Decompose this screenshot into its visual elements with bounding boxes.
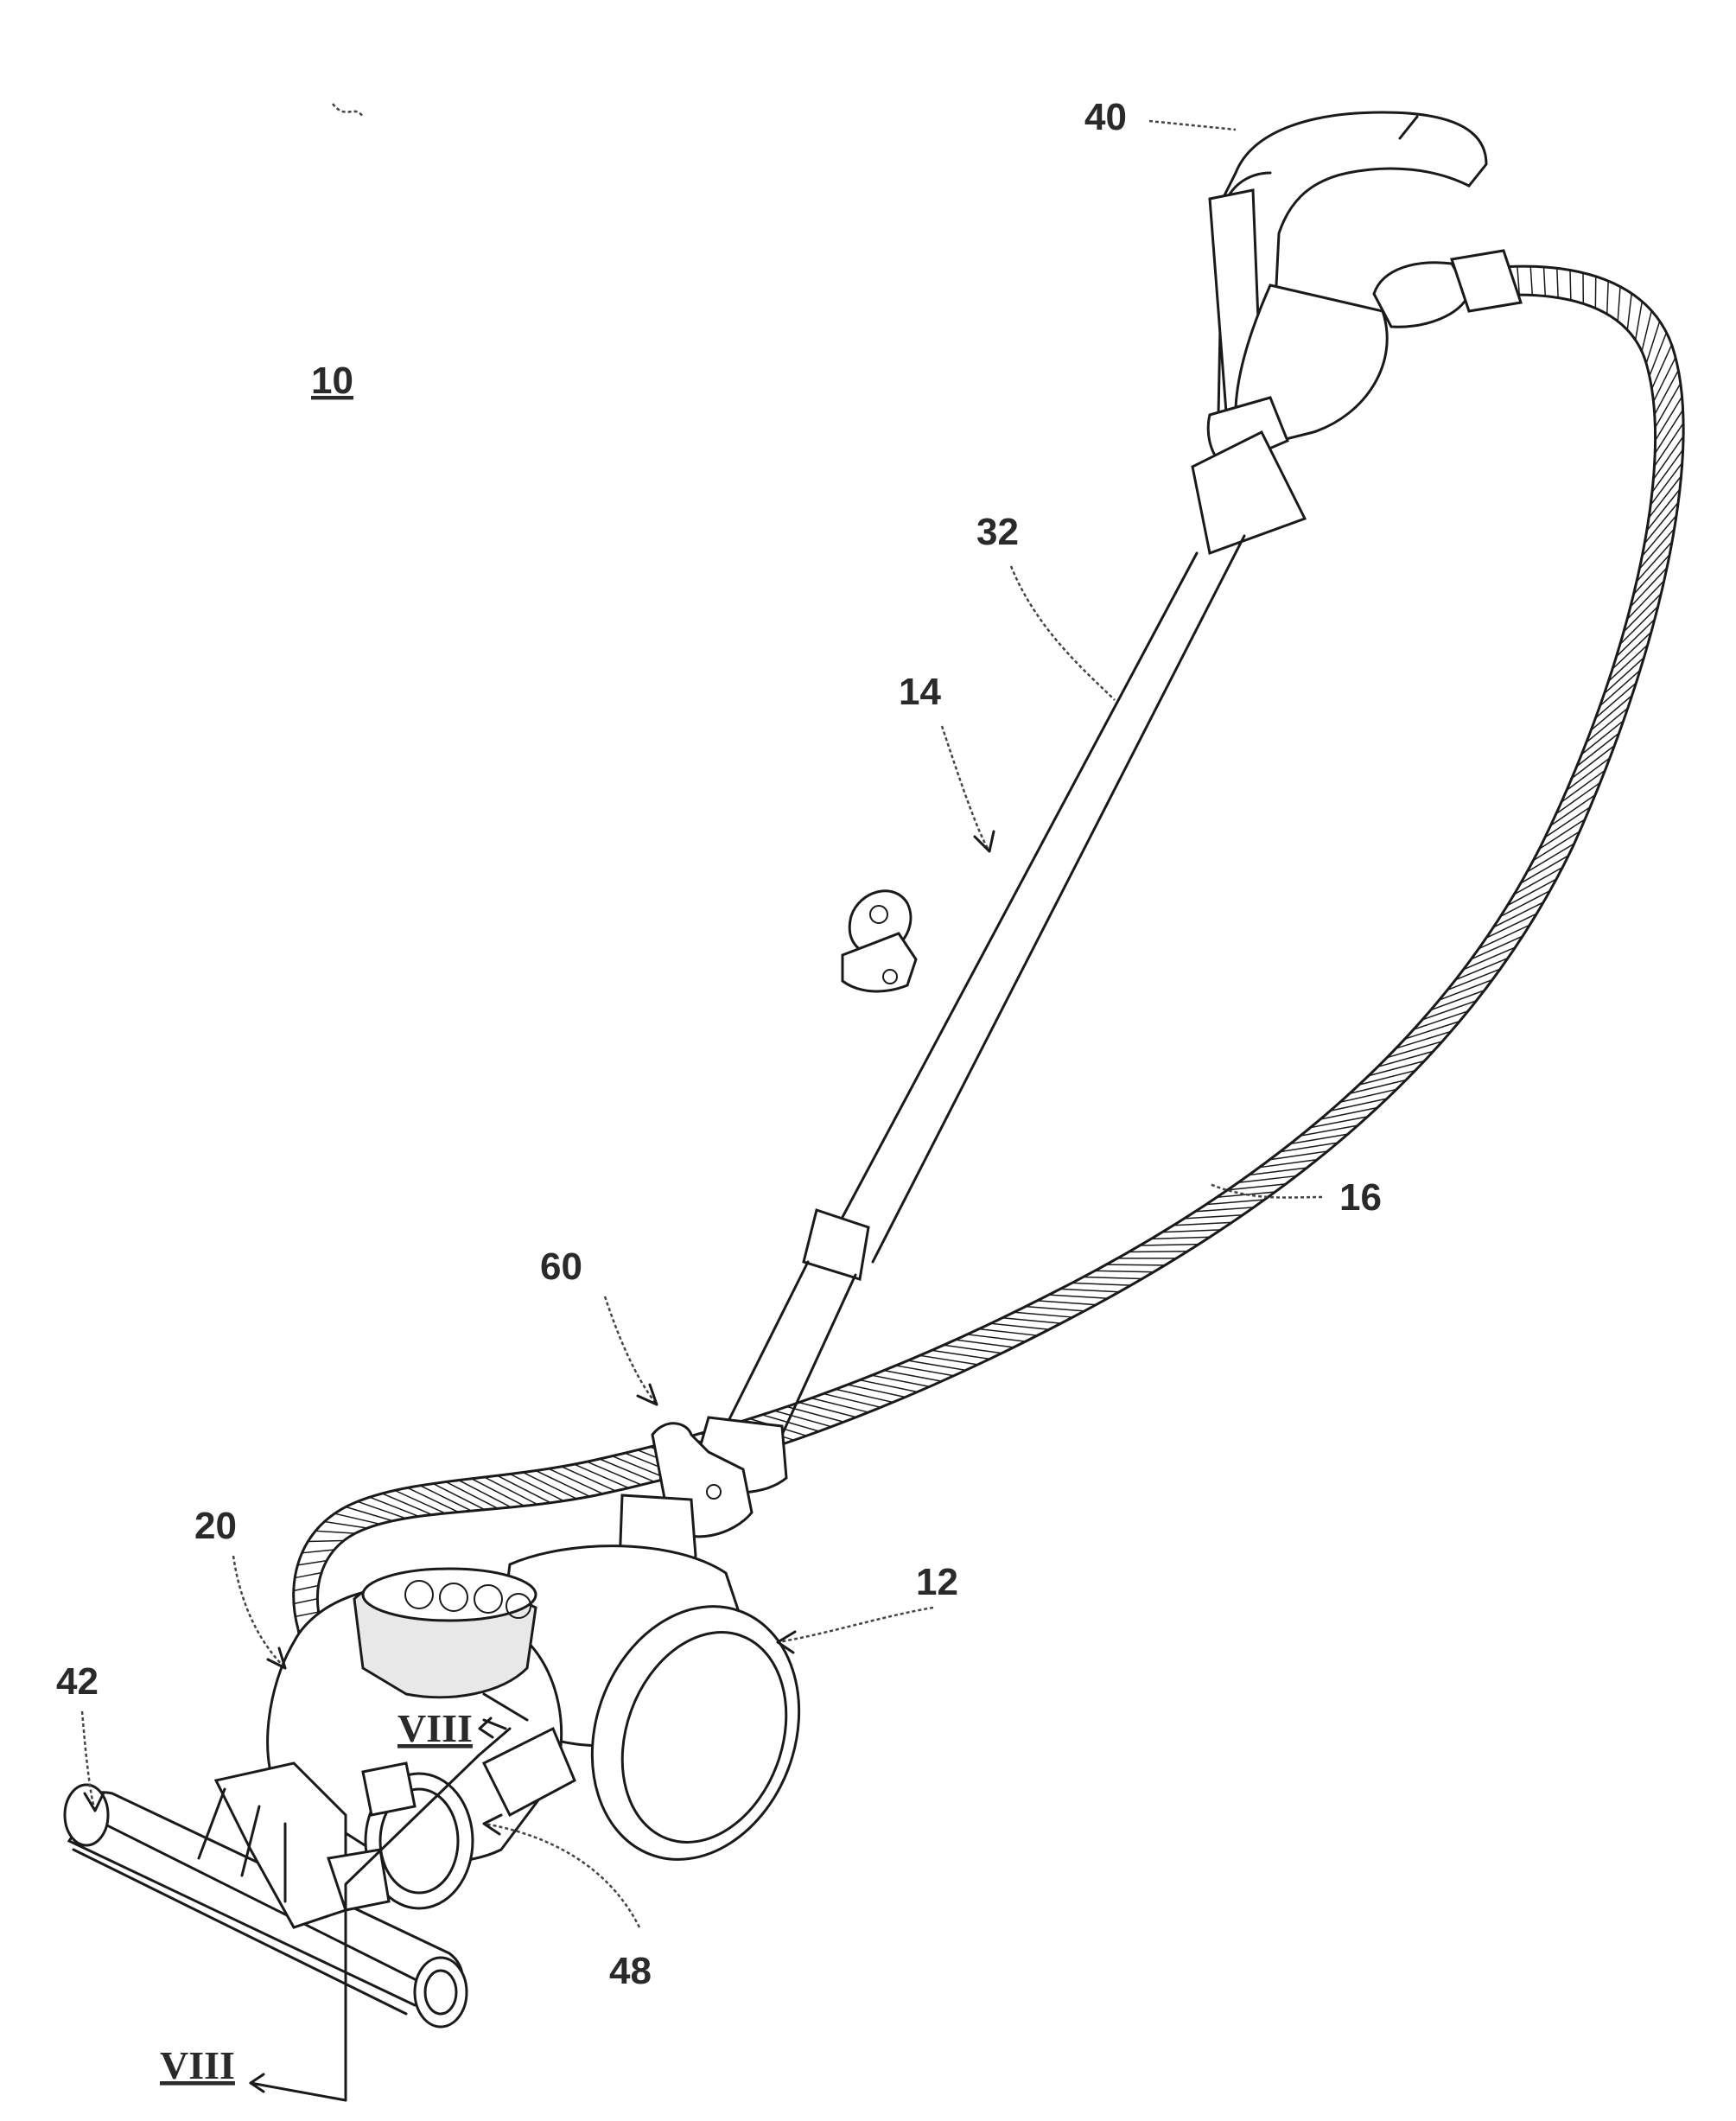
hose-rib [472,1479,525,1506]
section-label-upper: VIII [397,1706,473,1750]
handle [1192,112,1521,553]
hose-rib [510,1474,563,1500]
hose-rib [315,1531,355,1533]
ref-14: 14 [899,671,941,713]
hose-rib [1002,1318,1061,1323]
hose-rib [295,1573,321,1578]
hose-rib [991,1323,1050,1329]
hose-rib [1026,1307,1084,1311]
hose-rib [358,1501,406,1518]
ref-12: 12 [916,1561,958,1603]
hose-rib [1084,1277,1142,1278]
hose-rib [811,1398,868,1412]
hose-rib [308,1540,344,1541]
hose-rib [370,1497,419,1516]
hose-rib [346,1506,392,1520]
hose-rib [919,1355,977,1365]
hose-rib [1636,302,1643,341]
hose-rib [1650,333,1667,376]
hose-rib [1627,293,1631,329]
hose-rib [297,1561,327,1565]
ref-32: 32 [976,511,1019,553]
hose-rib [1162,1230,1221,1232]
hose-rib [433,1483,485,1509]
hose-rib [1049,1295,1108,1298]
hose-rib [799,1403,856,1417]
hose-rib [860,1380,918,1392]
hose-rib [294,1585,319,1590]
hose-rib [1654,423,1683,466]
hose-rib [1570,271,1571,301]
ref-40: 40 [1084,96,1127,138]
hose-rib [302,1550,334,1553]
hose-rib [774,1411,831,1426]
hose-rib [523,1473,576,1500]
hose-rib [1557,268,1558,297]
ref-20: 20 [194,1505,237,1547]
hose-rib [1653,436,1683,480]
hose-rib [848,1385,906,1397]
hose-rib [1071,1283,1130,1285]
hose-rib [1642,311,1651,352]
hose-rib [787,1406,844,1422]
hose [294,266,1683,1772]
hose-rib [1652,345,1672,389]
hose-rib [956,1340,1014,1347]
hose-rib [1173,1222,1232,1225]
ref-10: 10 [311,360,353,402]
hose-rib [932,1350,989,1359]
hose-rib [1530,266,1532,295]
hose-rib [979,1329,1038,1336]
hose-rib [324,1521,366,1528]
hose-rib [1607,281,1608,314]
hose-rib [1652,449,1683,492]
hose-rib [823,1394,881,1408]
ref-60: 60 [540,1245,582,1288]
hose-rib [1544,267,1546,296]
hose-rib [1206,1200,1265,1205]
hose-rib [294,1599,317,1604]
hose-rib [485,1477,537,1505]
hose-rib [1646,322,1660,364]
hose-rib [836,1389,893,1402]
hose-rib [1185,1215,1243,1219]
hose-rib [1618,287,1620,322]
ref-42: 42 [56,1660,99,1703]
hose-rib [1195,1207,1254,1212]
ref-16: 16 [1339,1176,1382,1219]
hose-rib [446,1481,498,1508]
hose-rib [944,1345,1002,1353]
section-label-lower: VIII [160,2043,235,2087]
hose-rib [1037,1301,1096,1305]
hose-rib [1151,1237,1210,1239]
hose-rib [1060,1289,1119,1291]
ref-48: 48 [609,1950,652,1992]
hose-rib [1014,1312,1073,1317]
hose-rib [459,1481,512,1507]
hose-rib [967,1334,1025,1341]
hose-rib [1655,410,1682,454]
hose-rib [1106,1264,1165,1265]
hose-rib [498,1475,551,1502]
